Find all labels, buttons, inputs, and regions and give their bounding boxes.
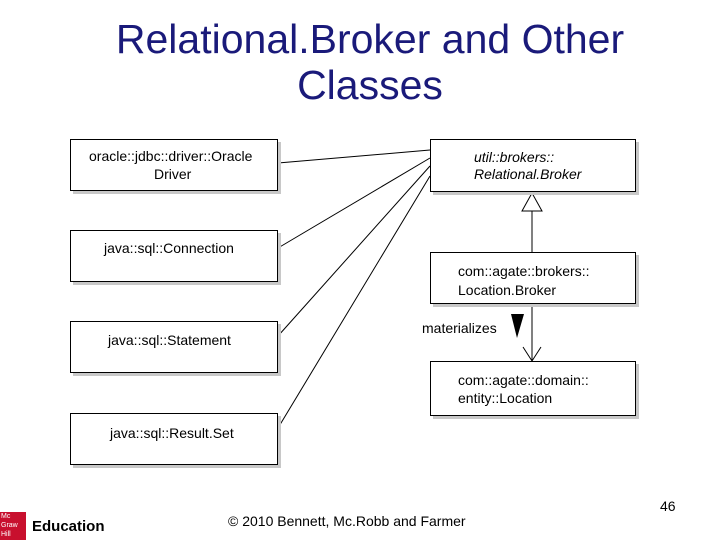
mcgraw-hill-logo: Mc Graw Hill <box>0 512 26 540</box>
logo-mark-line: Mc <box>1 513 11 520</box>
slide-title-line-1: Relational.Broker and Other <box>115 16 625 62</box>
class-oracle-driver: oracle::jdbc::driver::Oracle Driver <box>70 139 278 191</box>
class-location-line-1: com::agate::domain:: <box>458 372 589 388</box>
class-oracle-driver-line-2: Driver <box>154 166 192 182</box>
class-result-set-name: java::sql::Result.Set <box>110 425 234 441</box>
logo-mark-line: Hill <box>1 531 11 538</box>
logo-education-text: Education <box>32 518 105 535</box>
slide-title: Relational.Broker and Other Classes <box>40 16 700 108</box>
class-relational-broker: util::brokers:: Relational.Broker <box>430 139 636 192</box>
class-statement-name: java::sql::Statement <box>108 332 231 348</box>
class-location-broker-line-1: com::agate::brokers:: <box>458 263 590 279</box>
class-result-set: java::sql::Result.Set <box>70 413 278 465</box>
dependency-line-resultset <box>277 175 431 429</box>
class-relational-broker-line-1: util::brokers:: <box>474 149 555 165</box>
dependency-line-connection <box>277 157 431 249</box>
copyright-footer: © 2010 Bennett, Mc.Robb and Farmer <box>228 513 466 529</box>
class-relational-broker-line-2: Relational.Broker <box>474 166 582 182</box>
class-connection-name: java::sql::Connection <box>104 240 234 256</box>
class-oracle-driver-line-1: oracle::jdbc::driver::Oracle <box>89 148 253 164</box>
dependency-line-statement <box>277 165 431 337</box>
generalization-triangle <box>521 191 543 212</box>
page-number: 46 <box>660 498 676 514</box>
logo-mark-line: Graw <box>1 522 18 529</box>
class-statement: java::sql::Statement <box>70 321 278 373</box>
navigation-direction-triangle <box>511 314 524 338</box>
class-location: com::agate::domain:: entity::Location <box>430 361 636 416</box>
class-location-line-2: entity::Location <box>458 390 553 406</box>
class-location-broker: com::agate::brokers:: Location.Broker <box>430 252 636 304</box>
slide-title-line-2: Classes <box>297 62 443 108</box>
association-label: materializes <box>422 320 497 336</box>
dependency-line-driver <box>277 149 431 164</box>
class-location-broker-line-2: Location.Broker <box>458 282 557 298</box>
class-connection: java::sql::Connection <box>70 230 278 282</box>
